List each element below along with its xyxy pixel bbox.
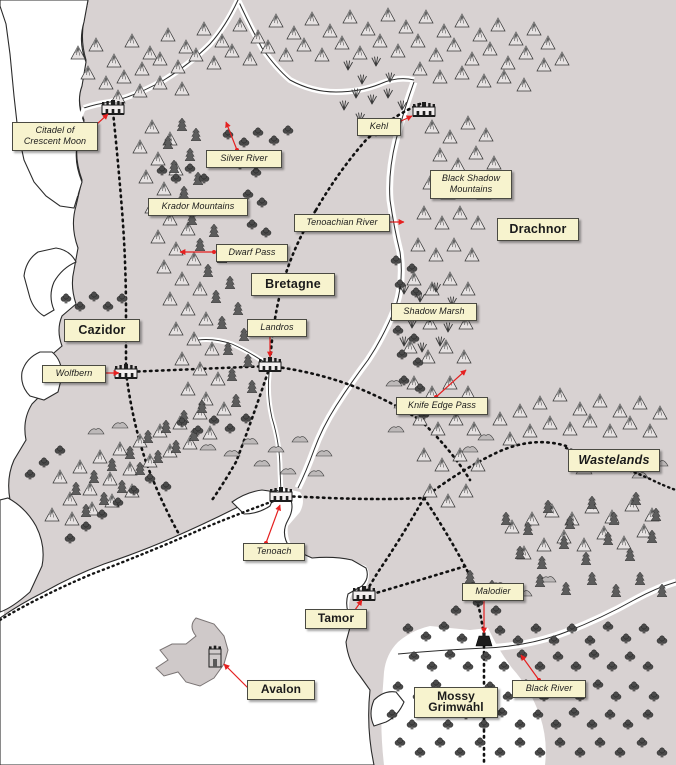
map-label-line: Silver River xyxy=(220,153,268,163)
map-label-wolfbern[interactable]: Wolfbern xyxy=(42,365,106,383)
map-label-line: Shadow Marsh xyxy=(403,306,465,316)
map-label-line: Avalon xyxy=(260,682,302,696)
leader-line-knife-edge-pass xyxy=(435,369,467,398)
map-label-cazidor[interactable]: Cazidor xyxy=(64,319,140,342)
map-label-line: Knife Edge Pass xyxy=(407,400,477,410)
map-label-line: Landros xyxy=(260,322,294,332)
region-borders xyxy=(0,446,676,622)
map-label-line: Mountains xyxy=(449,184,493,194)
map-label-line: Malodier xyxy=(475,586,511,596)
leader-line-avalon xyxy=(223,663,250,690)
map-label-malodier[interactable]: Malodier xyxy=(462,583,524,601)
map-label-line: Grimwahl xyxy=(428,700,484,714)
map-label-tenoachian-river[interactable]: Tenoachian River xyxy=(294,214,390,232)
map-label-landros[interactable]: Landros xyxy=(247,319,307,337)
avalon-island xyxy=(155,617,229,687)
map-label-wastelands[interactable]: Wastelands xyxy=(568,449,660,472)
map-label-line: Tenoach xyxy=(256,546,292,556)
map-label-line: Cazidor xyxy=(78,323,126,337)
map-label-line: Krador Mountains xyxy=(161,201,235,211)
map-label-knife-edge-pass[interactable]: Knife Edge Pass xyxy=(396,397,488,415)
map-label-silver-river[interactable]: Silver River xyxy=(206,150,282,168)
map-label-line: Citadel of xyxy=(35,125,75,135)
leader-line-black-river xyxy=(520,654,540,681)
map-label-line: Tamor xyxy=(317,611,355,625)
leader-line-tenoach xyxy=(265,504,281,544)
map-label-drachnor[interactable]: Drachnor xyxy=(497,218,579,241)
leader-line-silver-river xyxy=(225,121,238,151)
map-label-line: Bretagne xyxy=(265,277,321,291)
map-label-dwarf-pass[interactable]: Dwarf Pass xyxy=(216,244,288,262)
map-label-tenoach[interactable]: Tenoach xyxy=(243,543,305,561)
map-label-line: Crescent Moon xyxy=(23,136,87,146)
settlement-avalon xyxy=(208,645,222,668)
map-label-krador-mountains[interactable]: Krador Mountains xyxy=(148,198,248,216)
map-label-line: Wolfbern xyxy=(55,368,93,378)
map-label-line: Black Shadow xyxy=(441,173,501,183)
map-label-shadow-marsh[interactable]: Shadow Marsh xyxy=(391,303,477,321)
map-label-tamor[interactable]: Tamor xyxy=(305,609,367,629)
map-label-line: Black River xyxy=(525,683,573,693)
map-label-line: Mossy xyxy=(437,689,475,703)
map-label-line: Tenoachian River xyxy=(306,217,378,227)
map-label-kehl[interactable]: Kehl xyxy=(357,118,401,136)
map-label-bretagne[interactable]: Bretagne xyxy=(251,273,335,296)
map-label-line: Drachnor xyxy=(509,222,567,236)
leader-dot-dwarf-pass xyxy=(212,250,216,254)
map-label-black-river[interactable]: Black River xyxy=(512,680,586,698)
map-label-line: Dwarf Pass xyxy=(228,247,276,257)
map-label-line: Kehl xyxy=(369,121,389,131)
map-label-avalon[interactable]: Avalon xyxy=(247,680,315,700)
map-label-line: Wastelands xyxy=(578,453,650,467)
